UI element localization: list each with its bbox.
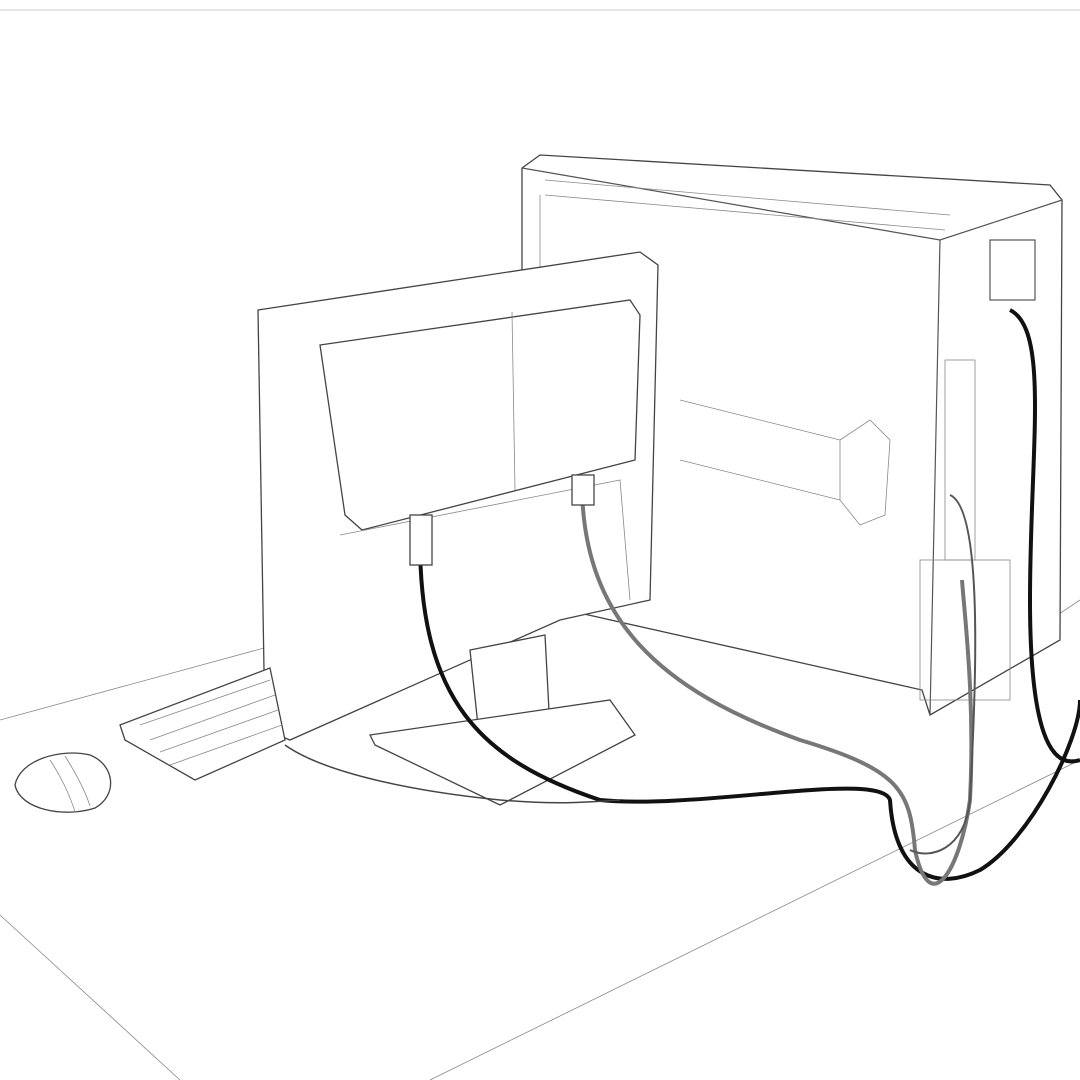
power-cable-monitor — [418, 539, 1080, 881]
cables — [284, 308, 1080, 886]
keyboard-cable — [284, 744, 621, 804]
usb-cable — [909, 494, 977, 855]
monitor-power-plug — [409, 514, 433, 566]
keyboard — [119, 667, 286, 781]
vga-connector — [571, 474, 595, 506]
vga-cable — [580, 489, 974, 886]
power-cable-tower — [1008, 308, 1080, 764]
monitor — [257, 251, 659, 806]
mouse — [14, 752, 112, 813]
expansion-slots — [919, 559, 1011, 701]
fan-grille — [989, 239, 1036, 301]
